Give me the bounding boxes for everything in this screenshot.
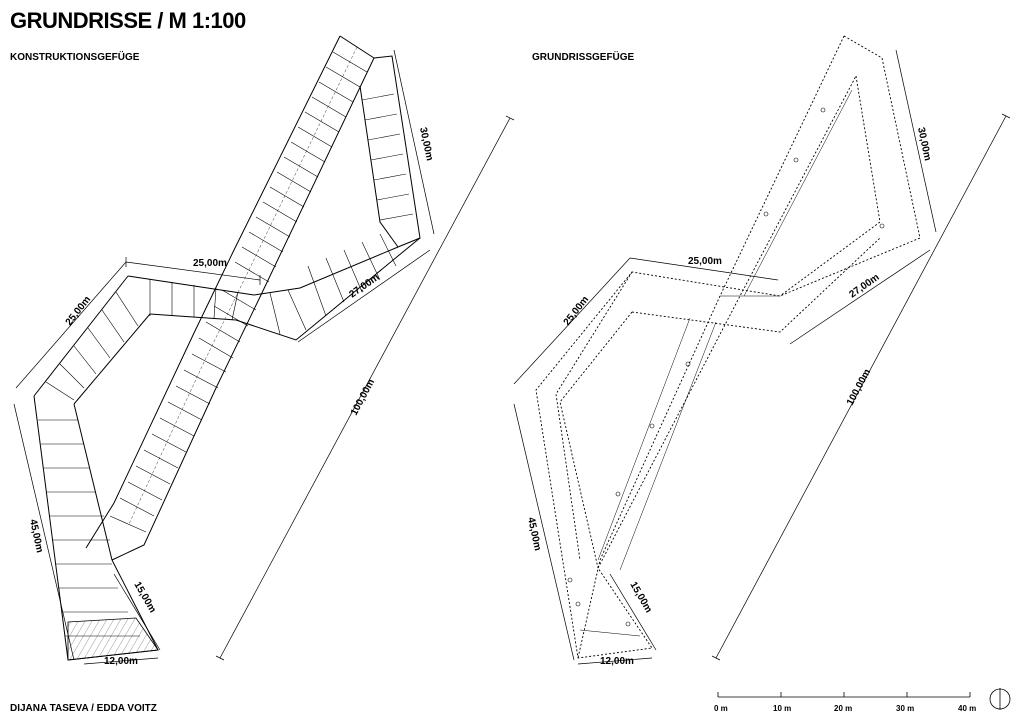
scale-label-20: 20 m xyxy=(834,704,852,713)
left-dim-bottom: 12,00m xyxy=(104,656,138,667)
left-plan xyxy=(13,35,515,665)
left-dim-upper-left: 25,00m xyxy=(64,294,94,328)
right-dim-bottom: 12,00m xyxy=(600,656,634,667)
left-long-walkway xyxy=(85,35,375,561)
left-dimension-lines xyxy=(13,49,515,665)
left-upper-right-arm xyxy=(359,55,421,248)
scale-label-40: 40 m xyxy=(958,704,976,713)
north-arrow-icon xyxy=(989,688,1011,710)
left-bottom-end xyxy=(67,559,159,661)
left-dim-top: 25,00m xyxy=(193,258,227,269)
right-dimension-lines xyxy=(513,49,1011,665)
scale-label-30: 30 m xyxy=(896,704,914,713)
right-plan-label: GRUNDRISSGEFÜGE xyxy=(532,52,635,63)
right-dim-upper-right: 30,00m xyxy=(915,126,933,162)
authors: DIJANA TASEVA / EDDA VOITZ xyxy=(10,703,157,714)
right-dim-lower-left: 45,00m xyxy=(525,516,543,552)
left-dim-upper-right: 30,00m xyxy=(417,126,435,162)
right-column-markers xyxy=(567,107,885,627)
right-dim-upper-left: 25,00m xyxy=(562,294,592,328)
left-right-arm xyxy=(235,233,421,341)
right-dim-top: 25,00m xyxy=(688,256,722,267)
right-inner-lines xyxy=(579,89,853,637)
left-upper-left-arm xyxy=(33,275,151,405)
right-plan xyxy=(513,35,1011,665)
scale-bar xyxy=(717,692,971,698)
scale-label-10: 10 m xyxy=(773,704,791,713)
page-title: GRUNDRISSE / M 1:100 xyxy=(10,8,246,33)
scale-label-0: 0 m xyxy=(714,704,728,713)
left-plan-label: KONSTRUKTIONSGEFÜGE xyxy=(10,52,140,63)
left-top-arm xyxy=(127,275,255,321)
right-outer-outline xyxy=(535,35,921,659)
left-dim-overall: 100,00m xyxy=(349,377,377,417)
left-dim-right: 27,00m xyxy=(347,272,381,301)
right-dim-overall: 100,00m xyxy=(845,367,873,407)
